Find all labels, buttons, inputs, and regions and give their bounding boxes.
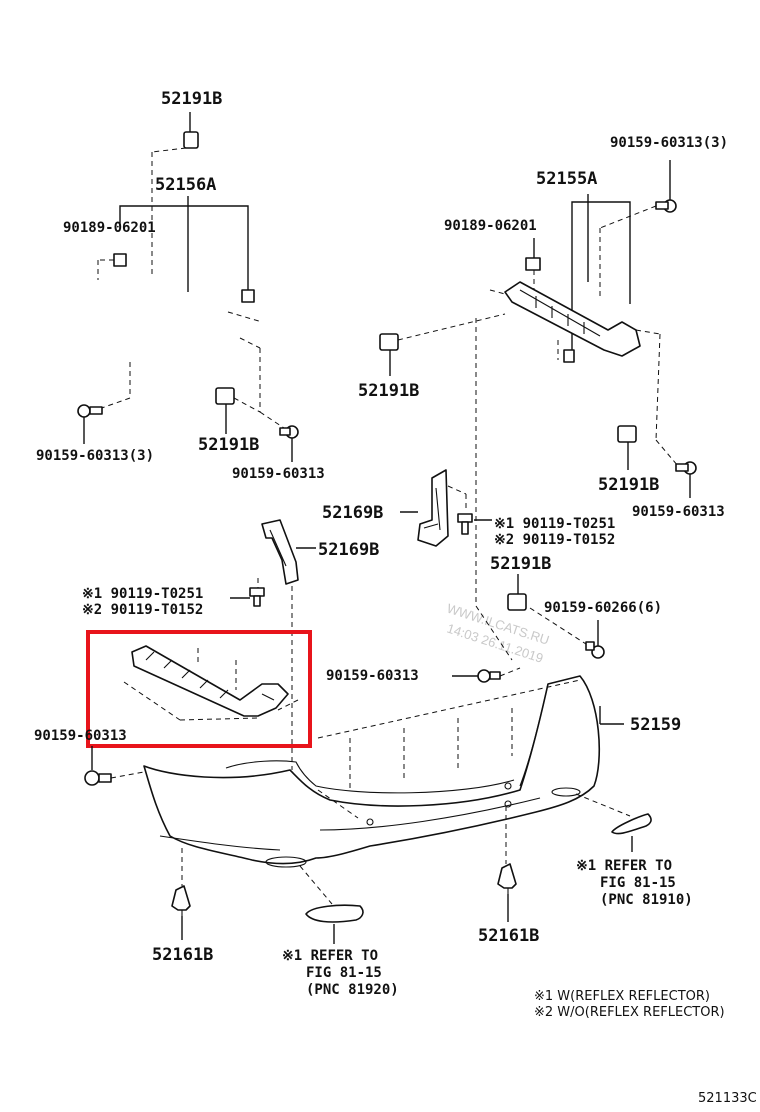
legend-note-1: ※1 W(REFLEX REFLECTOR) <box>534 989 710 1004</box>
nut-90189-right[interactable] <box>525 257 541 271</box>
bolt-90159-right[interactable] <box>675 461 697 475</box>
screw-90119-right[interactable] <box>457 513 473 535</box>
retainer-52169b-left[interactable] <box>261 519 299 585</box>
label-52161b-left[interactable]: 52161B <box>152 945 213 965</box>
label-90159-left[interactable]: 90159-60313 <box>232 466 325 482</box>
label-90119-t0251-right[interactable]: ※1 90119-T0251 <box>494 516 615 532</box>
label-90189-left[interactable]: 90189-06201 <box>63 220 156 236</box>
bracket-52156a-group <box>77 112 299 462</box>
label-90159-bottom-left[interactable]: 90159-60313 <box>34 728 127 744</box>
label-90159-center[interactable]: 90159-60313 <box>326 668 419 684</box>
label-90159-right-3[interactable]: 90159-60313(3) <box>610 135 728 151</box>
label-52191b-lower[interactable]: 52191B <box>490 554 551 574</box>
label-52155a[interactable]: 52155A <box>536 169 597 189</box>
label-90119-t0152-right[interactable]: ※2 90119-T0152 <box>494 532 615 548</box>
label-52191b-left[interactable]: 52191B <box>198 435 259 455</box>
reflector-left[interactable] <box>305 904 364 923</box>
label-52169b-right[interactable]: 52169B <box>322 503 383 523</box>
bolt-90159-right-3[interactable] <box>655 199 677 213</box>
ref-left-line2: FIG 81-15 <box>306 965 382 981</box>
bracket-52155a[interactable] <box>504 281 641 363</box>
label-52169b-left[interactable]: 52169B <box>318 540 379 560</box>
nut-90189-left[interactable] <box>113 253 127 267</box>
retainer-52169b-right[interactable] <box>417 469 449 547</box>
ref-right-line2: FIG 81-15 <box>600 875 676 891</box>
legend-note-2: ※2 W/O(REFLEX REFLECTOR) <box>534 1005 725 1020</box>
side-bracket-highlighted[interactable] <box>131 645 289 717</box>
clip-52191b-left[interactable] <box>215 387 235 405</box>
label-52191b-right[interactable]: 52191B <box>598 475 659 495</box>
clip-52191b-right[interactable] <box>617 425 637 443</box>
bumper-cover-52159[interactable] <box>143 675 601 868</box>
bolt-90159-bottom-left[interactable] <box>84 770 112 786</box>
label-90159-right[interactable]: 90159-60313 <box>632 504 725 520</box>
bolt-90159-left-3[interactable] <box>77 404 103 418</box>
highlight-box <box>86 630 312 748</box>
bolt-90159-center[interactable] <box>477 669 501 683</box>
bracket-52155a-group <box>379 160 697 498</box>
nut-52156a-side[interactable] <box>241 289 255 303</box>
reflector-right[interactable] <box>611 813 652 835</box>
label-90189-right[interactable]: 90189-06201 <box>444 218 537 234</box>
label-52191b-mid[interactable]: 52191B <box>358 381 419 401</box>
clip-52191b-top[interactable] <box>183 131 199 149</box>
ref-left-line3: (PNC 81920) <box>306 982 399 998</box>
clip-52191b-mid[interactable] <box>379 333 399 351</box>
label-52161b-right[interactable]: 52161B <box>478 926 539 946</box>
figure-code: 521133C <box>698 1091 757 1106</box>
label-52191b-top[interactable]: 52191B <box>161 89 222 109</box>
ref-right-line3: (PNC 81910) <box>600 892 693 908</box>
label-52156a[interactable]: 52156A <box>155 175 216 195</box>
ref-left-line1: ※1 REFER TO <box>282 948 378 964</box>
label-90159-left-3[interactable]: 90159-60313(3) <box>36 448 154 464</box>
label-90159-60266[interactable]: 90159-60266(6) <box>544 600 662 616</box>
bolt-90159-left[interactable] <box>279 425 299 439</box>
clip-52191b-lower[interactable] <box>507 593 527 611</box>
label-90119-t0251-left[interactable]: ※1 90119-T0251 <box>82 586 203 602</box>
bolt-90159-60266[interactable] <box>585 641 605 659</box>
label-52159[interactable]: 52159 <box>630 715 681 735</box>
pin-52161b-left[interactable] <box>171 885 191 916</box>
screw-90119-left[interactable] <box>249 587 265 607</box>
label-90119-t0152-left[interactable]: ※2 90119-T0152 <box>82 602 203 618</box>
pin-52161b-right[interactable] <box>497 863 517 894</box>
ref-right-line1: ※1 REFER TO <box>576 858 672 874</box>
